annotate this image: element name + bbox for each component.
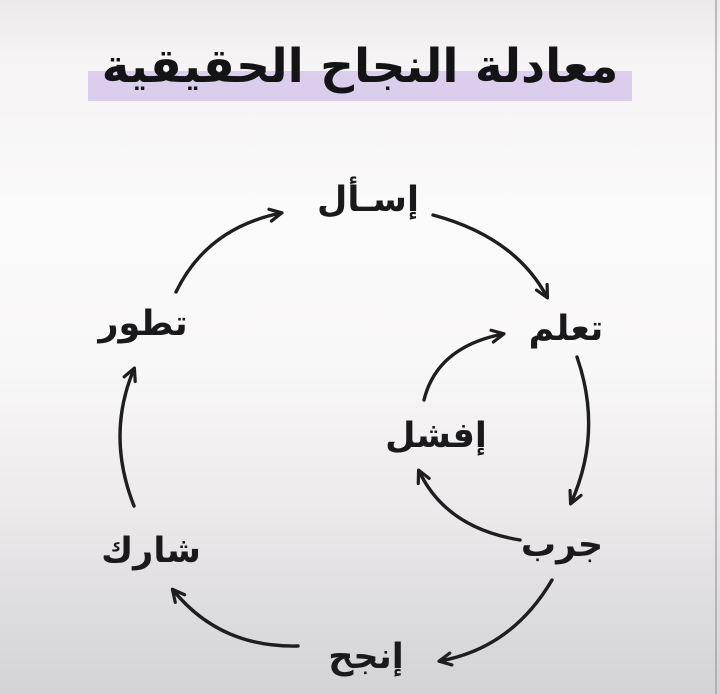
edge-fail-to-learn-arrow [422, 328, 506, 402]
edge-evolve-to-ask-arrow [174, 207, 284, 294]
edge-ask-to-learn-arrow [431, 213, 550, 300]
node-try: جرب [520, 525, 604, 565]
edge-try-to-fail-arrow [416, 468, 522, 542]
edge-succeed-to-share-arrow [170, 587, 300, 648]
node-fail: إفشل [385, 416, 487, 456]
diagram-title: معادلة النجاح الحقيقية [87, 36, 633, 102]
node-succeed: إنجح [328, 637, 404, 677]
node-share: شارك [101, 531, 201, 571]
node-evolve: تطور [98, 304, 188, 344]
edge-try-to-succeed-arrow [437, 578, 554, 667]
edge-learn-to-try-arrow [568, 355, 591, 506]
node-ask: إسـأل [317, 180, 419, 220]
right-edge-artifact [715, 0, 717, 694]
node-learn: تعلم [528, 309, 604, 349]
title-container: معادلة النجاح الحقيقية [0, 36, 720, 102]
edge-share-to-evolve-arrow [118, 366, 137, 508]
